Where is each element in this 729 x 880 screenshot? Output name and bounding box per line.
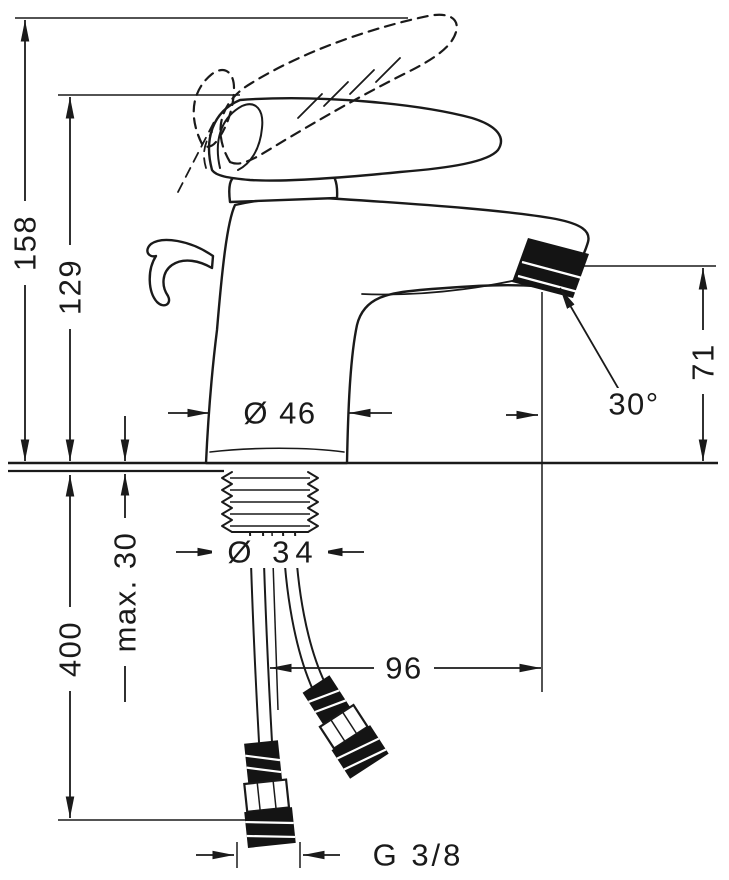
faucet-lever-raised-dashed bbox=[177, 13, 458, 193]
dim-spout-angle bbox=[506, 287, 626, 420]
mounting-shank bbox=[221, 471, 319, 533]
counter-line bbox=[8, 461, 718, 473]
label-total-height: 158 bbox=[8, 201, 43, 285]
label-spout-reach: 96 bbox=[374, 651, 434, 686]
svg-text:G 3/8: G 3/8 bbox=[373, 838, 464, 873]
aerator bbox=[512, 238, 589, 298]
svg-text:400: 400 bbox=[53, 621, 88, 677]
label-max-thickness: max. 30 bbox=[108, 518, 143, 666]
svg-text:129: 129 bbox=[53, 259, 88, 315]
lever-hatch-marks bbox=[297, 57, 401, 119]
svg-text:158: 158 bbox=[8, 215, 43, 271]
svg-text:Ø 46: Ø 46 bbox=[243, 396, 316, 431]
svg-text:30°: 30° bbox=[608, 387, 659, 422]
label-outlet-height: 71 bbox=[686, 330, 721, 394]
hose-connector-right bbox=[302, 675, 389, 779]
svg-text:Ø 34: Ø 34 bbox=[227, 535, 318, 570]
label-shank-diameter: Ø 34 bbox=[212, 535, 328, 570]
label-body-height: 129 bbox=[53, 245, 88, 329]
label-hose-length: 400 bbox=[53, 607, 88, 691]
label-spout-angle: 30° bbox=[600, 387, 668, 422]
faucet-lever bbox=[207, 97, 503, 182]
hose-connector-left bbox=[243, 740, 296, 848]
side-lever bbox=[146, 238, 215, 307]
label-base-diameter: Ø 46 bbox=[228, 396, 332, 431]
label-thread: G 3/8 bbox=[354, 838, 482, 873]
svg-text:71: 71 bbox=[686, 343, 721, 380]
dim-thread bbox=[196, 842, 340, 868]
svg-text:max. 30: max. 30 bbox=[108, 532, 143, 653]
svg-text:96: 96 bbox=[385, 651, 422, 686]
